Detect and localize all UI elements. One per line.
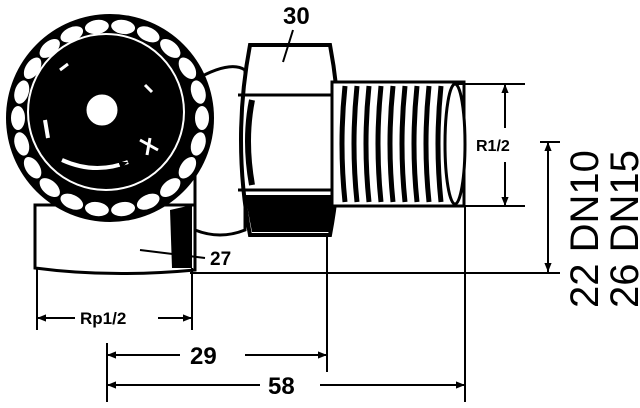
thermostat-knob bbox=[6, 14, 214, 222]
thread-ridge bbox=[399, 85, 408, 203]
thread-ridge bbox=[411, 85, 420, 203]
dim-58-label: 58 bbox=[268, 373, 295, 400]
hex-nut bbox=[238, 43, 342, 237]
dim-29-label: 29 bbox=[190, 343, 217, 370]
knob-grip-scallop bbox=[193, 104, 211, 132]
outlet-thread-label: R1/2 bbox=[476, 138, 510, 155]
dn10-label: 22 DN10 bbox=[563, 150, 607, 308]
knob-grip-scallop bbox=[9, 104, 27, 132]
hex-size-label: 30 bbox=[283, 3, 310, 30]
inlet-thread-label: Rp1/2 bbox=[80, 309, 126, 328]
body-dim-label: 27 bbox=[210, 249, 231, 270]
valve-body bbox=[33, 203, 197, 276]
thread-ridge bbox=[363, 85, 372, 203]
threaded-outlet bbox=[330, 80, 467, 208]
body-shadow bbox=[170, 205, 192, 268]
thread-ridge bbox=[423, 85, 432, 203]
thread-ridge bbox=[339, 85, 348, 203]
thread-ridge bbox=[375, 85, 384, 203]
thread-ridge bbox=[351, 85, 360, 203]
knob-grip-scallop bbox=[188, 78, 208, 106]
knob-hub bbox=[83, 91, 121, 129]
dimension-lines bbox=[36, 29, 560, 402]
thread-ridge bbox=[387, 85, 396, 203]
thread-ridge bbox=[435, 85, 444, 203]
dn15-label: 26 DN15 bbox=[603, 150, 640, 308]
